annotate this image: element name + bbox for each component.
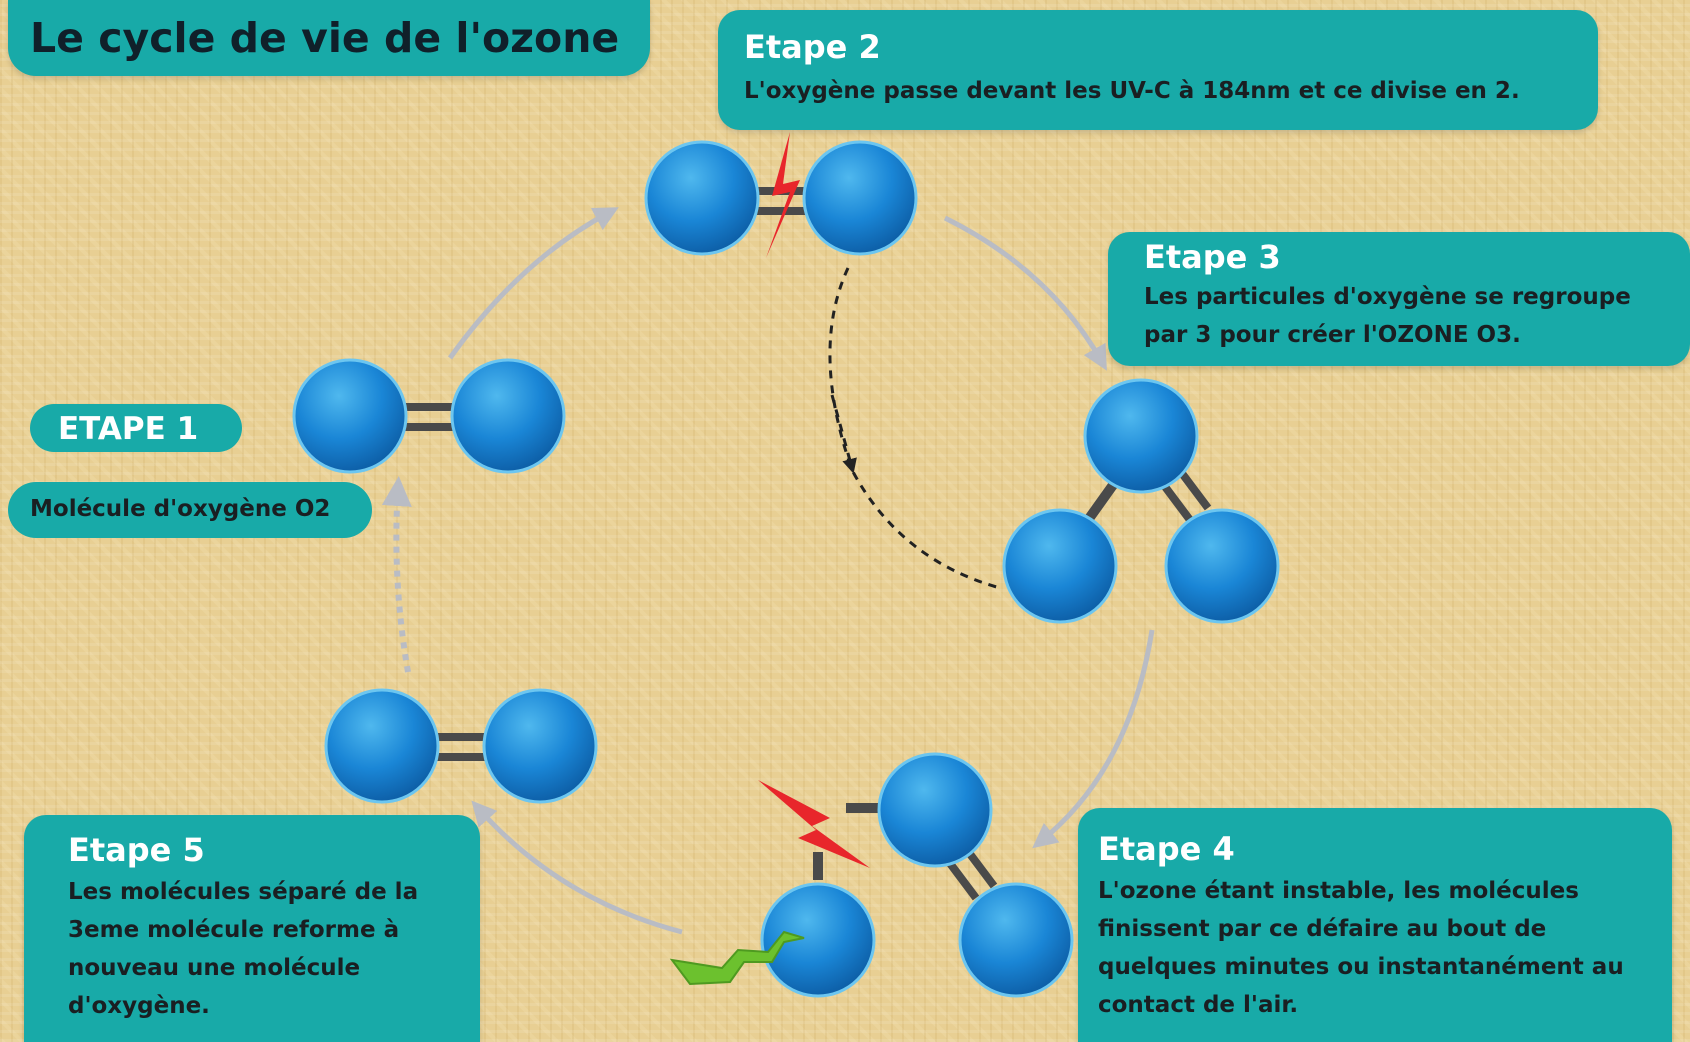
oxygen-atom xyxy=(1002,508,1118,624)
page-title: Le cycle de vie de l'ozone xyxy=(30,14,620,62)
oxygen-atom xyxy=(760,882,876,998)
step2-box: Etape 2 L'oxygène passe devant les UV-C … xyxy=(718,10,1598,130)
arrow-dashed-head xyxy=(830,394,857,474)
step5-text-line1: Les molécules séparé de la xyxy=(68,879,419,905)
oxygen-atom xyxy=(1164,508,1280,624)
double-bond xyxy=(430,753,490,761)
step4-text-line3: quelques minutes ou instantanément au xyxy=(1098,954,1624,980)
step3-text-line1: Les particules d'oxygène se regroupe xyxy=(1144,284,1631,310)
red-lightning-icon xyxy=(766,132,800,258)
red-lightning-icon xyxy=(758,780,870,868)
step1-heading-pill: ETAPE 1 xyxy=(30,404,242,452)
double-bond xyxy=(398,403,458,411)
step2-heading: Etape 2 xyxy=(744,28,881,66)
oxygen-molecule-step2 xyxy=(644,132,918,258)
step4-text-line2: finissent par ce défaire au bout de xyxy=(1098,916,1547,942)
step4-heading: Etape 4 xyxy=(1098,830,1235,868)
step1-text-pill: Molécule d'oxygène O2 xyxy=(8,482,372,538)
double-bond xyxy=(745,207,815,215)
arrow-step5-to-step1-dotted xyxy=(381,476,412,673)
oxygen-atom xyxy=(877,752,993,868)
step1-text: Molécule d'oxygène O2 xyxy=(30,496,331,522)
arrow-split-to-step3-dashed xyxy=(828,267,1001,590)
green-lightning-icon xyxy=(669,930,805,986)
step4-text-line1: L'ozone étant instable, les molécules xyxy=(1098,878,1579,904)
step3-box: Etape 3 Les particules d'oxygène se regr… xyxy=(1108,232,1690,366)
step1-heading: ETAPE 1 xyxy=(58,411,199,447)
step3-text-line2: par 3 pour créer l'OZONE O3. xyxy=(1144,322,1521,348)
oxygen-atom xyxy=(644,140,760,256)
ozone-molecule-step3 xyxy=(1002,378,1280,624)
arrow-step1-to-step2 xyxy=(447,207,619,360)
step3-heading: Etape 3 xyxy=(1144,238,1281,276)
step4-text-line4: contact de l'air. xyxy=(1098,992,1299,1018)
oxygen-atom xyxy=(292,358,408,474)
cycle-arrows xyxy=(381,207,1155,935)
arrow-step3-to-step4 xyxy=(1032,629,1155,849)
oxygen-molecule-step1 xyxy=(292,358,566,474)
arrow-step4-to-step5 xyxy=(471,800,683,935)
oxygen-atom xyxy=(450,358,566,474)
oxygen-atom xyxy=(1083,378,1199,494)
oxygen-molecule-step5 xyxy=(324,688,598,804)
oxygen-atom xyxy=(482,688,598,804)
step5-text-line2: 3eme molécule reforme à xyxy=(68,917,400,943)
oxygen-atom xyxy=(802,140,918,256)
arrow-step2-to-step3 xyxy=(943,215,1107,371)
oxygen-atom xyxy=(324,688,440,804)
title-banner: Le cycle de vie de l'ozone xyxy=(8,0,650,76)
step2-text: L'oxygène passe devant les UV-C à 184nm … xyxy=(744,78,1520,104)
step5-heading: Etape 5 xyxy=(68,831,205,869)
double-bond xyxy=(398,423,458,431)
step5-box: Etape 5 Les molécules séparé de la 3eme … xyxy=(24,815,480,1042)
ozone-molecule-step4 xyxy=(669,752,1074,998)
step4-box: Etape 4 L'ozone étant instable, les molé… xyxy=(1078,808,1672,1042)
oxygen-atom xyxy=(958,882,1074,998)
step5-text-line3: nouveau une molécule xyxy=(68,955,361,981)
double-bond xyxy=(430,733,490,741)
step5-text-line4: d'oxygène. xyxy=(68,993,210,1019)
